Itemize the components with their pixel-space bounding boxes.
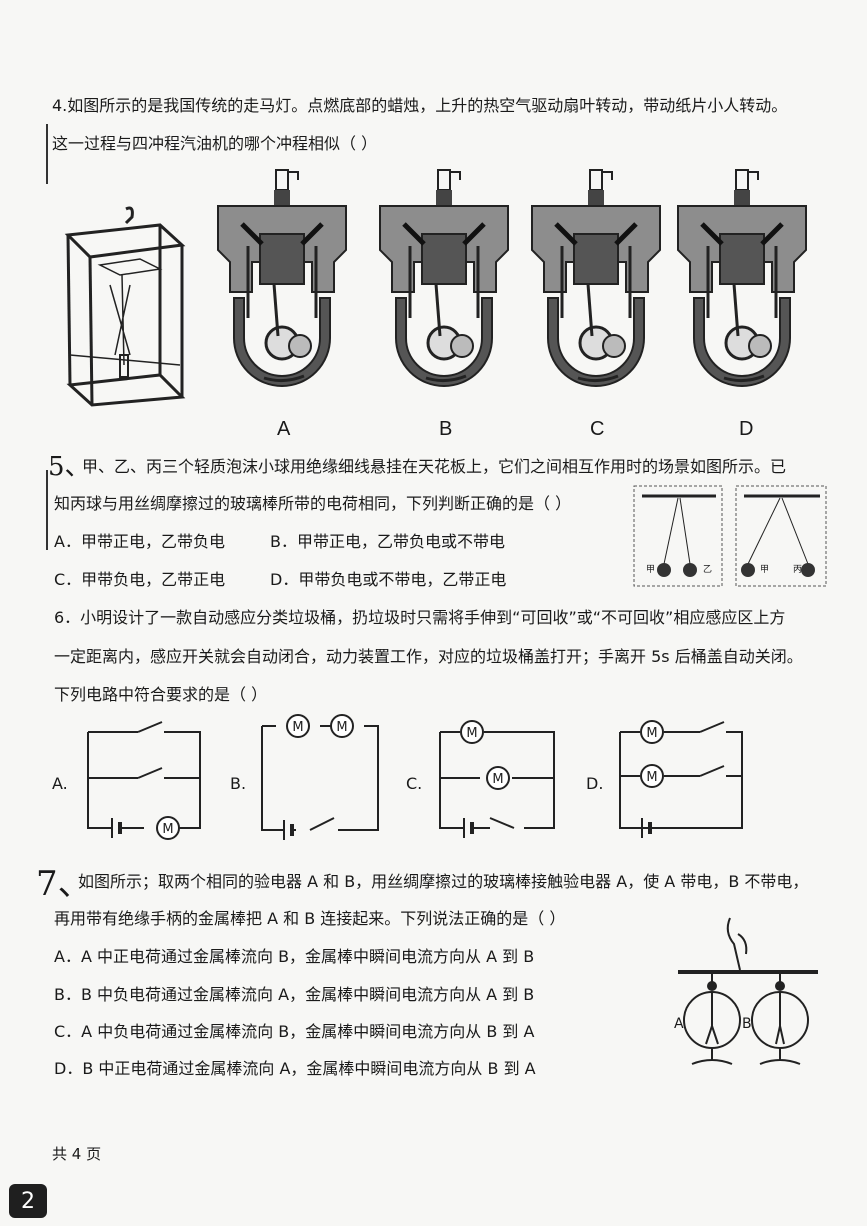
q6-line3: 下列电路中符合要求的是（ ） (54, 685, 268, 704)
q7-option-a: A．A 中正电荷通过金属棒流向 B，金属棒中瞬间电流方向从 A 到 B (54, 947, 535, 966)
circuit-label-a: A. (52, 774, 68, 793)
margin-mark (46, 124, 48, 184)
ball-label-yi: 乙 (703, 565, 713, 575)
engine-figures (212, 168, 852, 438)
motor-symbol: M (466, 726, 477, 741)
q4-line1: 4.如图所示的是我国传统的走马灯。点燃底部的蜡烛，上升的热空气驱动扇叶转动，带动… (52, 96, 788, 115)
ball-label-bing: 丙 (793, 565, 803, 575)
q5-option-d: D．甲带负电或不带电，乙带正电 (270, 570, 507, 589)
motor-symbol: M (646, 726, 657, 741)
q5-line1: 甲、乙、丙三个轻质泡沫小球用绝缘细线悬挂在天花板上，它们之间相互作用时的场景如图… (82, 457, 787, 476)
motor-symbol: M (492, 772, 503, 787)
q7-option-b: B．B 中负电荷通过金属棒流向 A，金属棒中瞬间电流方向从 A 到 B (54, 985, 535, 1004)
q4-line2: 这一过程与四冲程汽油机的哪个冲程相似（ ） (52, 134, 378, 153)
q5-option-a: A．甲带正电，乙带负电 (54, 532, 225, 551)
motor-symbol: M (292, 720, 303, 735)
motor-symbol: M (336, 720, 347, 735)
pith-ball-figures (633, 485, 827, 587)
engine-label-b: B (439, 418, 453, 440)
margin-mark (46, 470, 48, 550)
motor-symbol: M (162, 822, 173, 837)
q7-line2: 再用带有绝缘手柄的金属棒把 A 和 B 连接起来。下列说法正确的是（ ） (54, 909, 566, 928)
q7-option-d: D．B 中正电荷通过金属棒流向 A，金属棒中瞬间电流方向从 B 到 A (54, 1059, 536, 1078)
q5-option-b: B．甲带正电，乙带负电或不带电 (270, 532, 505, 551)
circuit-label-d: D. (586, 774, 604, 793)
engine-label-c: C (590, 418, 605, 440)
total-pages: 共 4 页 (52, 1145, 102, 1163)
engine-label-a: A (277, 418, 291, 440)
motor-symbol: M (646, 770, 657, 785)
electroscope-label-b: B (742, 1016, 752, 1032)
electroscope-figure (678, 917, 818, 1065)
page-number-badge: 2 (9, 1184, 47, 1218)
circuit-diagrams: M M M M M M M (87, 714, 743, 840)
ball-label-jia-2: 甲 (760, 565, 770, 575)
engine-label-d: D (739, 418, 754, 440)
q5-option-c: C．甲带负电，乙带正电 (54, 570, 226, 589)
q5-number: 5、 (48, 452, 91, 482)
circuit-label-b: B. (230, 774, 247, 793)
q7-line1: 如图所示；取两个相同的验电器 A 和 B，用丝绸摩擦过的玻璃棒接触验电器 A，使… (78, 872, 809, 891)
q7-option-c: C．A 中负电荷通过金属棒流向 B，金属棒中瞬间电流方向从 B 到 A (54, 1022, 535, 1041)
ball-label-jia: 甲 (646, 565, 656, 575)
electroscope-label-a: A (674, 1016, 684, 1032)
q6-line2: 一定距离内，感应开关就会自动闭合，动力装置工作，对应的垃圾桶盖打开；手离开 5s… (54, 647, 803, 666)
circuit-label-c: C. (406, 774, 423, 793)
q7-number: 7、 (36, 864, 92, 904)
q5-line2: 知丙球与用丝绸摩擦过的玻璃棒所带的电荷相同，下列判断正确的是（ ） (54, 494, 572, 513)
q6-line1: 6．小明设计了一款自动感应分类垃圾桶，扔垃圾时只需将手伸到“可回收”或“不可回收… (54, 608, 786, 627)
lantern-illustration (64, 206, 186, 407)
